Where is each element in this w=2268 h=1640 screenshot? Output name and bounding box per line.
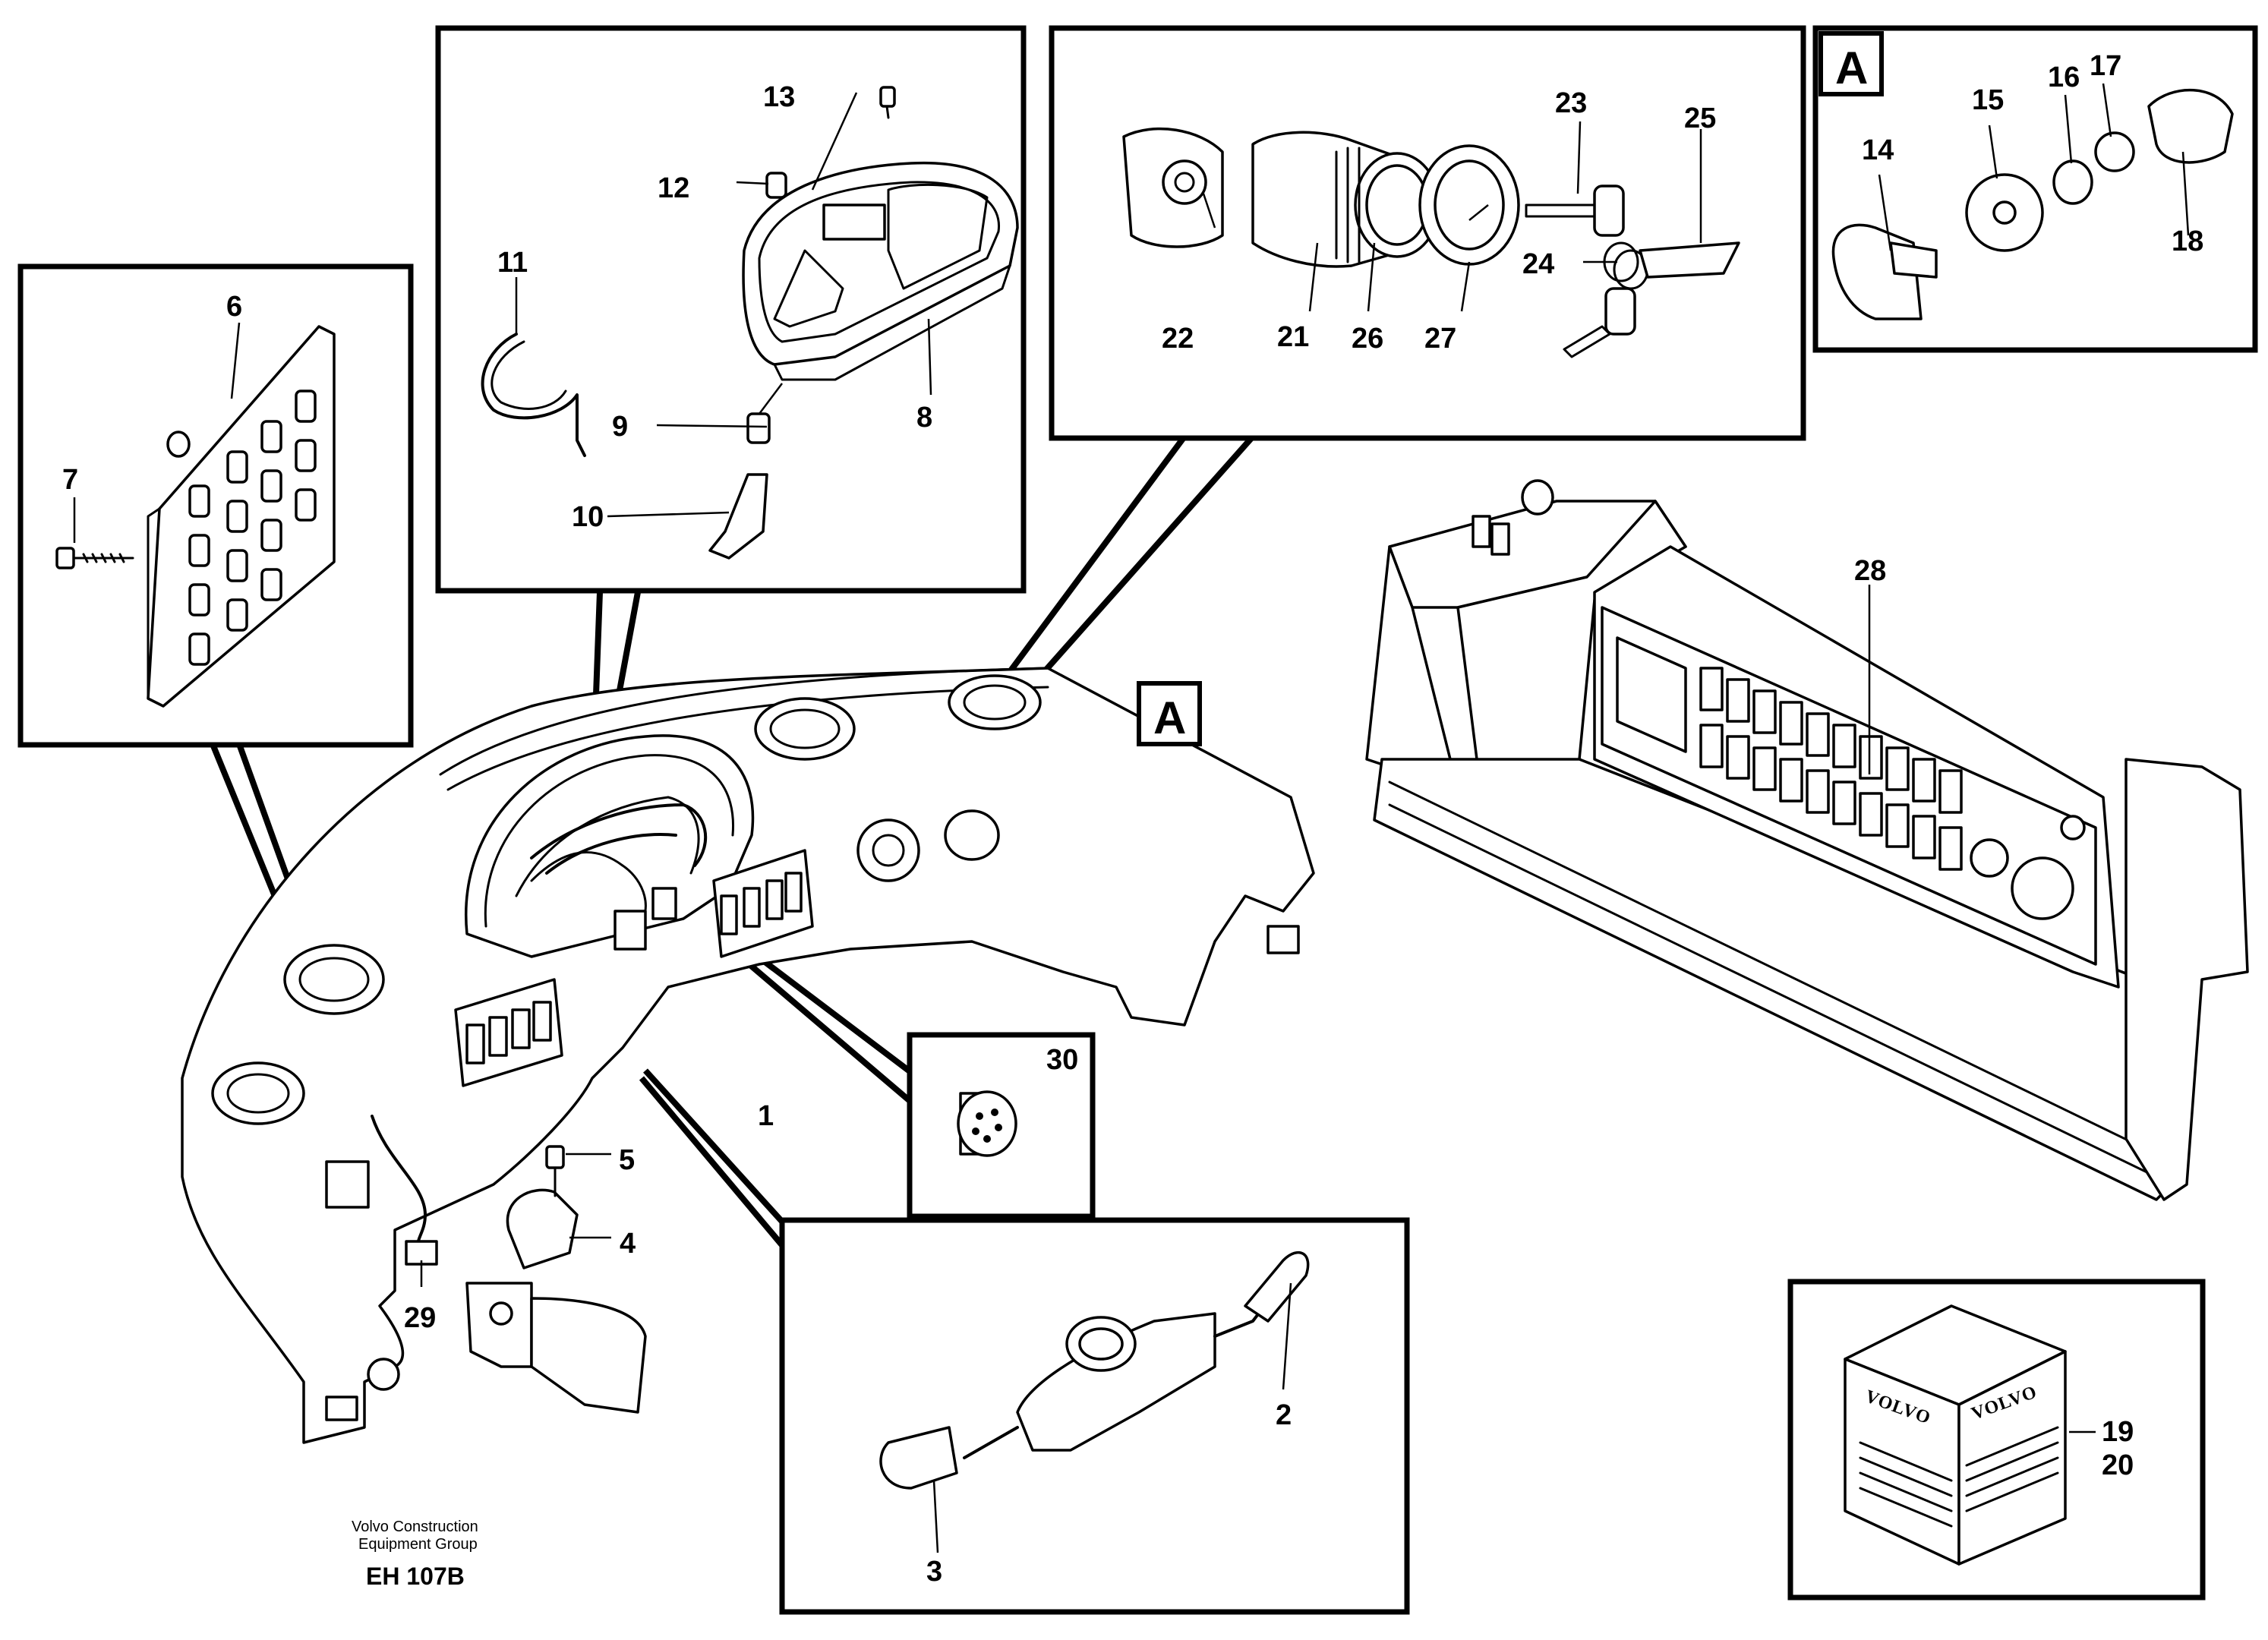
air-vent bbox=[211, 1061, 305, 1125]
ignition-switch-body bbox=[1122, 127, 1224, 248]
screw bbox=[55, 547, 134, 569]
label-3: 3 bbox=[926, 1556, 942, 1588]
label-24: 24 bbox=[1522, 248, 1554, 280]
label-11: 11 bbox=[497, 247, 528, 279]
switch-row bbox=[712, 849, 814, 958]
callout-letter-dashboard: A bbox=[1153, 692, 1186, 743]
label-29: 29 bbox=[404, 1302, 436, 1334]
company-line2: Equipment Group bbox=[358, 1536, 478, 1553]
instrument-cluster bbox=[742, 86, 1019, 381]
switch-panel-assembly bbox=[1365, 479, 2249, 1201]
footer: Volvo Construction Equipment Group EH 10… bbox=[352, 1519, 478, 1590]
rocker-switch-grid bbox=[1699, 667, 1963, 871]
label-13: 13 bbox=[763, 81, 795, 113]
label-10: 10 bbox=[572, 501, 604, 533]
label-23: 23 bbox=[1555, 87, 1587, 119]
label-5: 5 bbox=[619, 1144, 635, 1176]
label-1: 1 bbox=[758, 1100, 774, 1132]
label-27: 27 bbox=[1424, 323, 1456, 355]
callout-letter-box: A bbox=[1835, 43, 1868, 93]
air-vent bbox=[283, 944, 385, 1015]
callout-lines bbox=[210, 434, 1255, 1247]
label-26: 26 bbox=[1352, 323, 1383, 355]
label-15: 15 bbox=[1972, 84, 2004, 116]
label-8: 8 bbox=[916, 402, 932, 434]
label-2: 2 bbox=[1276, 1399, 1292, 1431]
label-12: 12 bbox=[658, 172, 689, 204]
label-28: 28 bbox=[1854, 555, 1886, 587]
label-16: 16 bbox=[2048, 62, 2080, 93]
bezel-ring bbox=[1418, 144, 1520, 266]
drawing-code: EH 107B bbox=[366, 1563, 465, 1590]
ignition-keys bbox=[1525, 184, 1740, 358]
label-21: 21 bbox=[1277, 321, 1309, 353]
keypad-module bbox=[147, 325, 336, 708]
switch-row bbox=[454, 978, 563, 1087]
cable-tie bbox=[481, 333, 586, 457]
switch-bracket bbox=[465, 1145, 647, 1414]
label-20: 20 bbox=[2102, 1449, 2134, 1481]
label-30: 30 bbox=[1046, 1044, 1078, 1076]
lock-cylinder bbox=[1251, 131, 1440, 268]
connector-30 bbox=[957, 1090, 1017, 1157]
label-6: 6 bbox=[226, 291, 242, 323]
label-22: 22 bbox=[1162, 323, 1194, 355]
label-4: 4 bbox=[620, 1228, 636, 1260]
rotary-switch bbox=[1831, 88, 2234, 320]
dashboard-panel bbox=[181, 667, 1315, 1444]
label-18: 18 bbox=[2172, 226, 2203, 257]
label-9: 9 bbox=[612, 411, 628, 443]
air-vent bbox=[948, 674, 1042, 730]
label-7: 7 bbox=[62, 464, 78, 496]
label-14: 14 bbox=[1862, 134, 1894, 166]
volvo-cube: VOLVO VOLVO bbox=[1844, 1304, 2067, 1566]
label-25: 25 bbox=[1684, 102, 1716, 134]
column-stalk-switch bbox=[879, 1251, 1310, 1490]
detail-box-instrument-cluster bbox=[435, 25, 1027, 594]
bulb-holder bbox=[708, 412, 771, 560]
company-line1: Volvo Construction bbox=[352, 1519, 478, 1535]
label-19: 19 bbox=[2102, 1416, 2134, 1448]
part-number-labels: 1 2 3 4 5 6 7 8 9 10 11 12 13 14 15 16 1… bbox=[62, 43, 2203, 1588]
air-vent bbox=[754, 697, 856, 761]
label-17: 17 bbox=[2090, 50, 2121, 82]
